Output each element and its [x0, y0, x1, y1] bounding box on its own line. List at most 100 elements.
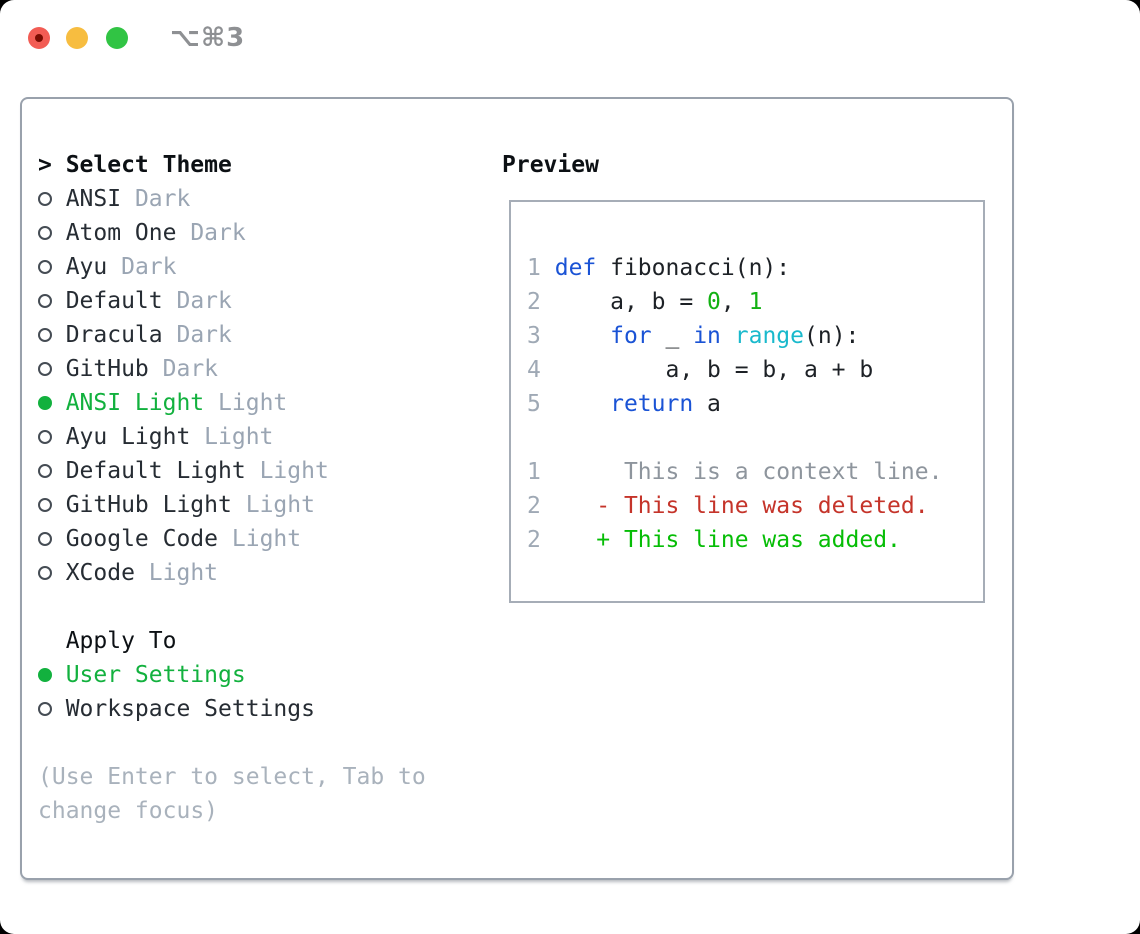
radio-icon: [38, 566, 52, 580]
code-token: - This line was deleted.: [596, 493, 929, 519]
minimize-button[interactable]: [66, 27, 88, 49]
apply-option-user-settings[interactable]: User Settings: [38, 658, 426, 692]
theme-name: Default Light: [65, 458, 246, 484]
theme-option-ayu[interactable]: Ayu Dark: [38, 250, 426, 284]
radio-gutter: [38, 260, 66, 274]
theme-variant-tag: Dark: [121, 254, 177, 280]
space: [204, 386, 218, 420]
apply-option-name: User Settings: [65, 662, 246, 688]
maximize-button[interactable]: [106, 27, 128, 49]
space: [176, 216, 190, 250]
line-number: 3: [527, 323, 541, 349]
theme-option-default[interactable]: Default Dark: [38, 284, 426, 318]
window-title: ⌥⌘3: [170, 23, 246, 53]
radio-icon: [38, 362, 52, 376]
space: [163, 318, 177, 352]
theme-variant-tag: Light: [259, 458, 329, 484]
line-number: 2: [527, 493, 541, 519]
theme-variant-tag: Dark: [134, 186, 191, 212]
radio-icon: [38, 430, 52, 444]
code-token: return: [610, 391, 694, 417]
code-token: a: [693, 391, 721, 417]
theme-option-atom-one[interactable]: Atom One Dark: [38, 216, 426, 250]
select-theme-title: Select Theme: [65, 152, 232, 178]
space: [135, 556, 149, 590]
theme-name: GitHub Light: [65, 492, 232, 518]
radio-icon: [38, 702, 52, 716]
theme-option-google-code[interactable]: Google Code Light: [38, 522, 426, 556]
radio-gutter: [38, 192, 66, 206]
space: [163, 284, 177, 318]
code-token: _: [651, 323, 694, 349]
line-number: 2: [527, 527, 541, 553]
spacer: [38, 726, 426, 760]
radio-icon: [38, 328, 52, 342]
close-dot-icon: [35, 34, 43, 42]
code-token: [555, 391, 610, 417]
spacer: [38, 590, 426, 624]
radio-gutter: [38, 226, 66, 240]
apply-to-title: Apply To: [65, 628, 177, 654]
code-preview: 1 def fibonacci(n): 2 a, b = 0, 1 3 for …: [527, 251, 942, 557]
theme-variant-tag: Dark: [162, 356, 219, 382]
code-token: range: [734, 323, 805, 349]
close-button[interactable]: [28, 27, 50, 49]
space: [218, 522, 232, 556]
radio-gutter: [38, 498, 66, 512]
space: [232, 488, 246, 522]
theme-name: GitHub: [65, 356, 149, 382]
theme-option-ansi[interactable]: ANSI Dark: [38, 182, 426, 216]
apply-to-header: Apply To: [38, 624, 426, 658]
theme-option-ansi-light[interactable]: ANSI Light Light: [38, 386, 426, 420]
code-token: for: [610, 323, 652, 349]
theme-name: ANSI: [65, 186, 122, 212]
theme-variant-tag: Dark: [176, 288, 232, 314]
theme-variant-tag: Light: [204, 424, 274, 450]
apply-option-workspace-settings[interactable]: Workspace Settings: [38, 692, 426, 726]
code-token: This is a context line.: [596, 459, 943, 485]
code-token: a, b = b, a + b: [554, 357, 874, 383]
space: [149, 352, 163, 386]
radio-gutter: [38, 464, 66, 478]
theme-option-ayu-light[interactable]: Ayu Light Light: [38, 420, 426, 454]
theme-option-xcode[interactable]: XCode Light: [38, 556, 426, 590]
code-token: fibonacci(n):: [596, 255, 791, 281]
radio-gutter: [38, 396, 66, 410]
radio-icon: [38, 294, 52, 308]
space: [246, 454, 260, 488]
line-number: 5: [527, 391, 541, 417]
space: [121, 182, 135, 216]
radio-selected-icon: [38, 396, 52, 410]
space: [190, 420, 204, 454]
theme-variant-tag: Light: [148, 560, 219, 586]
theme-option-dracula[interactable]: Dracula Dark: [38, 318, 426, 352]
radio-icon: [38, 464, 52, 478]
theme-option-default-light[interactable]: Default Light Light: [38, 454, 426, 488]
theme-option-github[interactable]: GitHub Dark: [38, 352, 426, 386]
theme-name: Ayu Light: [65, 424, 191, 450]
theme-variant-tag: Dark: [190, 220, 246, 246]
code-token: in: [693, 323, 721, 349]
theme-name: Default: [65, 288, 163, 314]
radio-icon: [38, 260, 52, 274]
code-token: ,: [720, 289, 749, 315]
space: [107, 250, 121, 284]
radio-gutter: [38, 362, 66, 376]
select-theme-header: >Select Theme: [38, 148, 426, 182]
radio-gutter: [38, 328, 66, 342]
radio-selected-icon: [38, 668, 52, 682]
radio-gutter: [38, 532, 66, 546]
code-token: + This line was added.: [596, 527, 901, 553]
theme-option-github-light[interactable]: GitHub Light Light: [38, 488, 426, 522]
radio-icon: [38, 532, 52, 546]
line-number: 4: [527, 357, 541, 383]
radio-icon: [38, 498, 52, 512]
theme-variant-tag: Light: [245, 492, 315, 518]
code-token: def: [554, 255, 597, 281]
